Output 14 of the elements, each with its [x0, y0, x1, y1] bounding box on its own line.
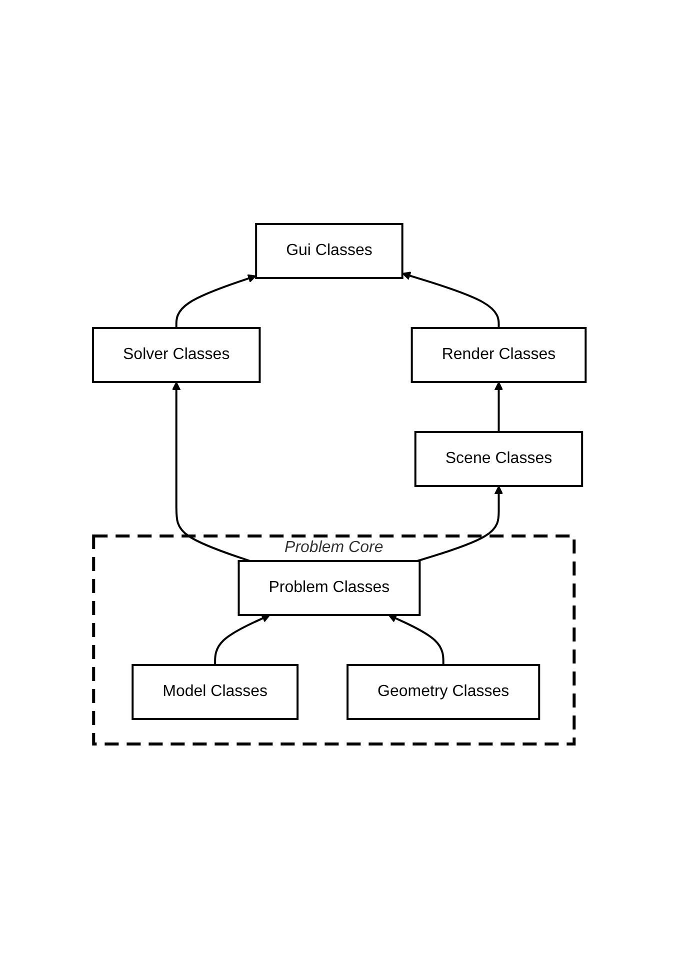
arrow — [494, 382, 504, 432]
arrow — [402, 272, 500, 328]
node-box: Render Classes — [411, 327, 587, 383]
arrow — [388, 614, 445, 665]
arrow — [176, 274, 257, 328]
node-box: Scene Classes — [414, 431, 584, 487]
node-box: Model Classes — [132, 664, 299, 720]
node-box: Problem Classes — [238, 560, 421, 616]
node-box: Solver Classes — [92, 327, 261, 383]
arrow — [172, 382, 250, 562]
arrow — [417, 486, 504, 562]
node-box: Geometry Classes — [346, 664, 540, 720]
arrow — [214, 614, 271, 665]
node-box: Gui Classes — [255, 223, 404, 279]
